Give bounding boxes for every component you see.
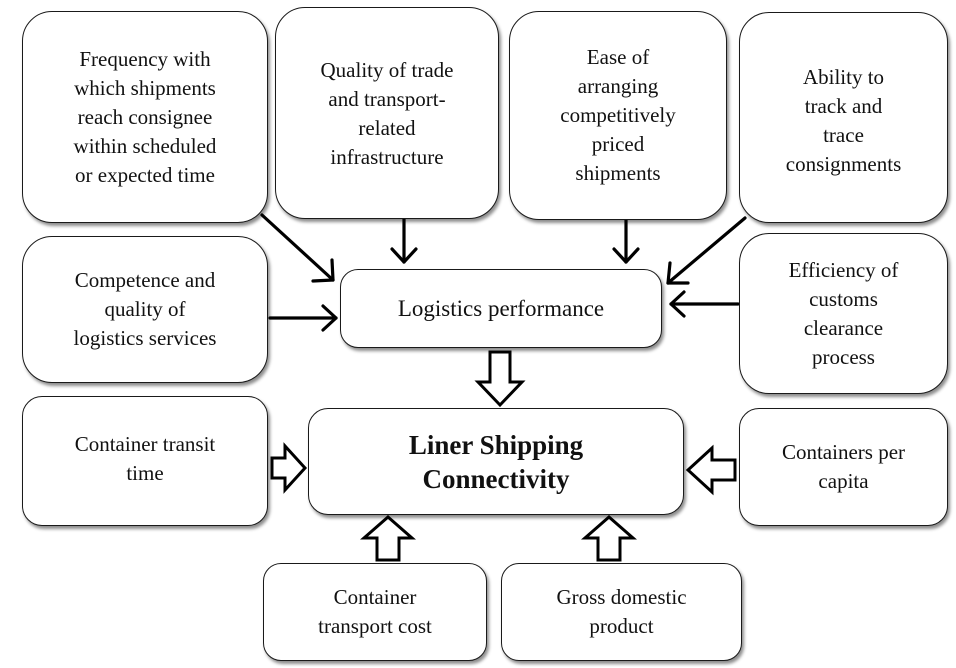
text-line: customs [809,286,878,311]
box-container-transit-time: Container transit time [22,396,268,526]
block-arrow-lp-to-lsc [474,350,526,408]
arrow-ease-to-lp [612,216,640,264]
text-line: clearance [803,315,884,340]
text-line: priced [591,132,645,156]
arrow-customs-to-lp [669,290,740,318]
text-line: time [126,461,164,485]
block-arrow-gdp-to-lsc [581,515,637,562]
text-line: Ease of [586,45,650,69]
text-line: process [812,344,875,369]
box-container-transport-cost: Container transport cost [263,563,487,661]
box-liner-shipping-connectivity: Liner Shipping Connectivity [308,408,684,515]
arrow-quality-infra-to-lp [390,216,418,264]
text-line: infrastructure [330,145,444,169]
text-line: track and [804,94,883,118]
box-infrastructure-quality: Quality of trade and transport- related … [275,7,499,219]
box-logistics-performance: Logistics performance [340,269,662,348]
arrow-frequency-to-lp [260,213,335,283]
arrow-competence-to-lp [268,304,338,332]
text-line: which shipments [74,75,216,100]
logistics-performance-label: Logistics performance [397,296,605,321]
text-line: transport cost [318,614,432,638]
text-line: logistics services [73,326,217,350]
text-line: quality of [104,297,186,321]
text-line: product [589,614,654,638]
text-line: Frequency with [79,46,211,71]
text-line: Ability to [802,65,885,89]
box-customs-efficiency: Efficiency of customs clearance process [739,233,948,394]
text-line: Container transit [74,432,216,456]
box-containers-per-capita: Containers per capita [739,408,948,526]
text-line: Competence and [74,268,216,292]
text-line: shipments [575,161,661,185]
box-track-and-trace: Ability to track and trace consignments [739,12,948,223]
block-arrow-transit-to-lsc [270,442,308,494]
block-arrow-capita-to-lsc [685,444,737,496]
box-ease-of-shipments: Ease of arranging competitively priced s… [509,11,727,220]
text-line: trace [823,123,864,147]
box-gross-domestic-product: Gross domestic product [501,563,742,661]
text-line: consignments [785,152,902,176]
arrow-track-to-lp [666,216,747,285]
text-line: Containers per [781,440,906,464]
text-line: arranging [577,74,659,98]
text-line: capita [818,469,869,493]
text-line: reach consignee [77,104,213,129]
text-line: related [358,116,416,140]
text-line: Liner Shipping [408,429,584,460]
text-line: or expected time [75,162,215,187]
box-logistics-competence: Competence and quality of logistics serv… [22,236,268,383]
text-line: within scheduled [73,133,217,158]
text-line: Gross domestic [556,585,687,609]
text-line: Connectivity [422,463,570,494]
text-line: competitively [560,103,676,127]
text-line: and transport- [328,87,446,111]
text-line: Quality of trade [320,58,454,82]
text-line: Container [333,585,417,609]
block-arrow-cost-to-lsc [360,515,416,562]
text-line: Efficiency of [788,257,899,282]
box-delivery-frequency: Frequency with which shipments reach con… [22,11,268,223]
